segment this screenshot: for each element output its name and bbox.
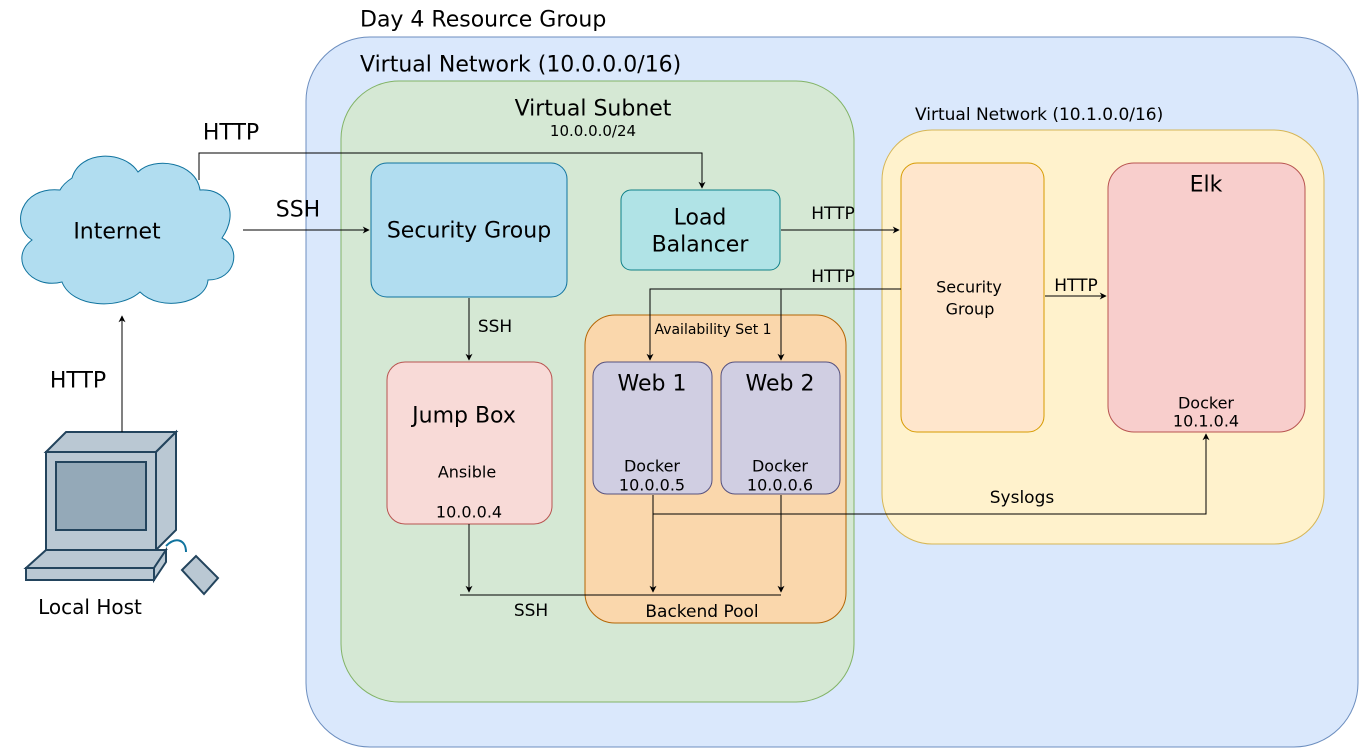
load-balancer [620,189,781,271]
internet-cloud-shape [20,155,235,305]
desktop-computer-icon [23,429,220,596]
edge-label-syslogs: Syslogs [990,488,1055,508]
subnet-title: Virtual Subnet [515,97,672,122]
security-group-main [370,162,568,298]
web1-software: Docker [624,457,680,476]
elk-server [1107,162,1306,433]
edge-label-webs-http: HTTP [811,267,855,287]
backend-pool-label: Backend Pool [645,602,758,622]
web2-title: Web 2 [746,372,815,397]
vnet-elk-title: Virtual Network (10.1.0.0/16) [915,105,1163,125]
jump-box [386,361,553,525]
jump-box-ip: 10.0.0.4 [436,503,502,522]
elk-title: Elk [1190,173,1223,198]
jump-box-title: Jump Box [410,404,516,429]
load-balancer-line2: Balancer [652,233,750,258]
web1-title: Web 1 [618,372,687,397]
web1-server [592,361,713,495]
availability-set-title: Availability Set 1 [654,322,771,338]
security-group-elk-line1: Security [936,278,1002,297]
edge-label-internet-ssh: SSH [276,198,320,223]
vnet-main-title: Virtual Network (10.0.0.0/16) [360,53,681,78]
edge-label-lb-http: HTTP [811,204,855,224]
security-group-main-label: Security Group [387,219,551,244]
elk-ip: 10.1.0.4 [1173,412,1239,431]
security-group-elk [900,162,1045,433]
web2-ip: 10.0.0.6 [747,476,813,495]
web1-ip: 10.0.0.5 [619,476,685,495]
load-balancer-line1: Load [674,206,727,231]
edge-label-localhost-http: HTTP [50,369,106,394]
web2-server [720,361,841,495]
cloud-icon [20,155,235,305]
web2-software: Docker [752,457,808,476]
edge-label-sg-ssh: SSH [478,317,512,337]
edge-label-internet-http: HTTP [203,121,259,146]
local-host-label: Local Host [38,595,142,619]
resource-group-title: Day 4 Resource Group [360,8,606,33]
edge-label-elk-http: HTTP [1054,276,1098,296]
jump-box-software: Ansible [438,463,496,482]
elk-software: Docker [1178,394,1234,413]
edge-label-jumpbox-ssh: SSH [514,601,548,621]
edge-internet-to-load-balancer [198,152,706,189]
subnet-cidr: 10.0.0.0/24 [550,122,636,140]
edge-elk-sg-to-web1 [646,288,901,361]
internet-label: Internet [73,220,161,245]
security-group-elk-line2: Group [946,300,995,319]
